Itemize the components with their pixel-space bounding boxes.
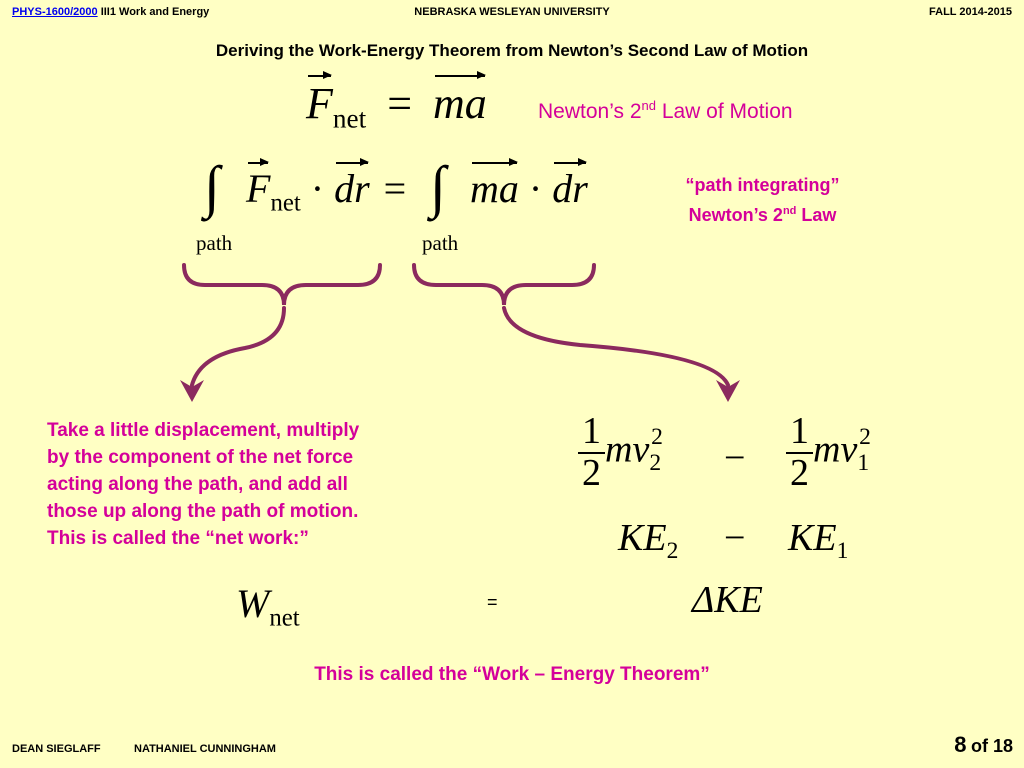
equation-newton-second-law: Fnet = ma <box>306 71 487 135</box>
vector-f: F <box>306 71 333 128</box>
fraction-denominator-2: 2 <box>790 451 809 494</box>
explanation-line: by the component of the net force <box>47 447 354 468</box>
dot-operator-2: · <box>528 166 543 211</box>
ke-final: KE2 <box>618 516 678 565</box>
path-label-left: path <box>196 231 233 255</box>
page-number-current: 8 <box>954 732 967 757</box>
page-number-total: of 18 <box>970 736 1013 756</box>
ke-initial-subscript: 1 <box>836 538 849 565</box>
explanation-line: This is called the “net work:” <box>47 528 309 549</box>
integral-sign-right: ∫ <box>430 154 446 219</box>
dot-operator: · <box>310 166 325 211</box>
velocity-subscript-2: 2 <box>649 449 662 476</box>
equals-sign-2: = <box>383 166 407 211</box>
explanation-line: acting along the path, and add all <box>47 474 348 495</box>
subscript-net: net <box>332 103 367 134</box>
result-equals: = <box>487 592 498 612</box>
work-subscript: net <box>269 604 300 632</box>
path-label-right: path <box>422 231 459 255</box>
left-arrow-head <box>180 380 204 402</box>
label-path-integrating-line2: Newton’s 2nd Law <box>640 198 885 228</box>
mv-term: mv <box>605 428 650 471</box>
header-term: FALL 2014-2015 <box>929 6 1012 18</box>
net-work: Wnet <box>236 580 300 633</box>
fraction-denominator: 2 <box>582 451 601 494</box>
footer-author-1: DEAN SIEGLAFF <box>12 743 101 755</box>
right-arrow-curve <box>502 306 730 387</box>
vector-ma: ma <box>433 71 487 128</box>
label-newton-law-tail: Law of Motion <box>655 100 793 123</box>
label-path-integrating-line1: “path integrating” <box>685 175 840 195</box>
vector-dr: dr <box>334 158 370 211</box>
explanation-line: those up along the path of motion. <box>47 501 359 522</box>
label-line2-tail: Law <box>796 205 837 225</box>
mv-term-2: mv <box>813 428 858 471</box>
integral-sign-left: ∫ <box>204 154 220 219</box>
course-link[interactable]: PHYS-1600/2000 <box>12 6 98 18</box>
velocity-squared-2: 2 <box>859 423 871 450</box>
vector-f-2: F <box>246 158 271 211</box>
vector-ma-2: ma <box>470 158 519 211</box>
footer-author-2: NATHANIEL CUNNINGHAM <box>134 743 276 755</box>
label-newton-law-text: Newton’s 2 <box>538 100 642 123</box>
header-course: PHYS-1600/2000 III1 Work and Energy <box>12 6 209 18</box>
ke-initial: KE1 <box>788 516 848 565</box>
label-line2-sup: nd <box>782 205 797 217</box>
ke-final-symbol: KE <box>618 517 667 559</box>
vector-dr-2: dr <box>552 158 588 211</box>
work-symbol: W <box>236 581 270 626</box>
minus-sign-2: − <box>724 517 746 559</box>
fraction-numerator-2: 1 <box>786 411 813 454</box>
left-arrow-curve <box>190 306 286 387</box>
ke-initial-symbol: KE <box>788 517 837 559</box>
left-brace <box>182 263 382 306</box>
conclusion-text: This is called the “Work – Energy Theore… <box>314 664 710 685</box>
label-line2-text: Newton’s 2 <box>688 205 783 225</box>
right-brace <box>412 263 596 306</box>
ke-final-subscript: 2 <box>666 538 679 565</box>
header-university: NEBRASKA WESLEYAN UNIVERSITY <box>414 6 610 18</box>
right-arrow-head <box>716 380 740 402</box>
page-number: 8 of 18 <box>954 732 1013 758</box>
velocity-squared: 2 <box>651 423 663 450</box>
equation-integral-right: ma · dr <box>470 158 588 212</box>
label-newton-law-sup: nd <box>641 98 656 113</box>
label-newton-law: Newton’s 2nd Law of Motion <box>538 98 793 124</box>
explanation-line: Take a little displacement, multiply <box>47 420 360 441</box>
velocity-subscript-1: 1 <box>857 449 870 476</box>
equals-sign: = <box>387 79 413 128</box>
course-topic: III1 Work and Energy <box>100 6 210 18</box>
label-path-integrating: “path integrating” Newton’s 2nd Law <box>640 172 885 228</box>
equation-integral-left: Fnet · dr = <box>246 158 407 218</box>
delta-ke: ΔKE <box>692 579 763 621</box>
minus-sign: − <box>724 437 746 479</box>
slide-title: Deriving the Work-Energy Theorem from Ne… <box>215 41 809 60</box>
explanation-text: Take a little displacement, multiply by … <box>47 417 359 552</box>
fraction-numerator: 1 <box>578 411 605 454</box>
subscript-net-2: net <box>270 189 301 217</box>
